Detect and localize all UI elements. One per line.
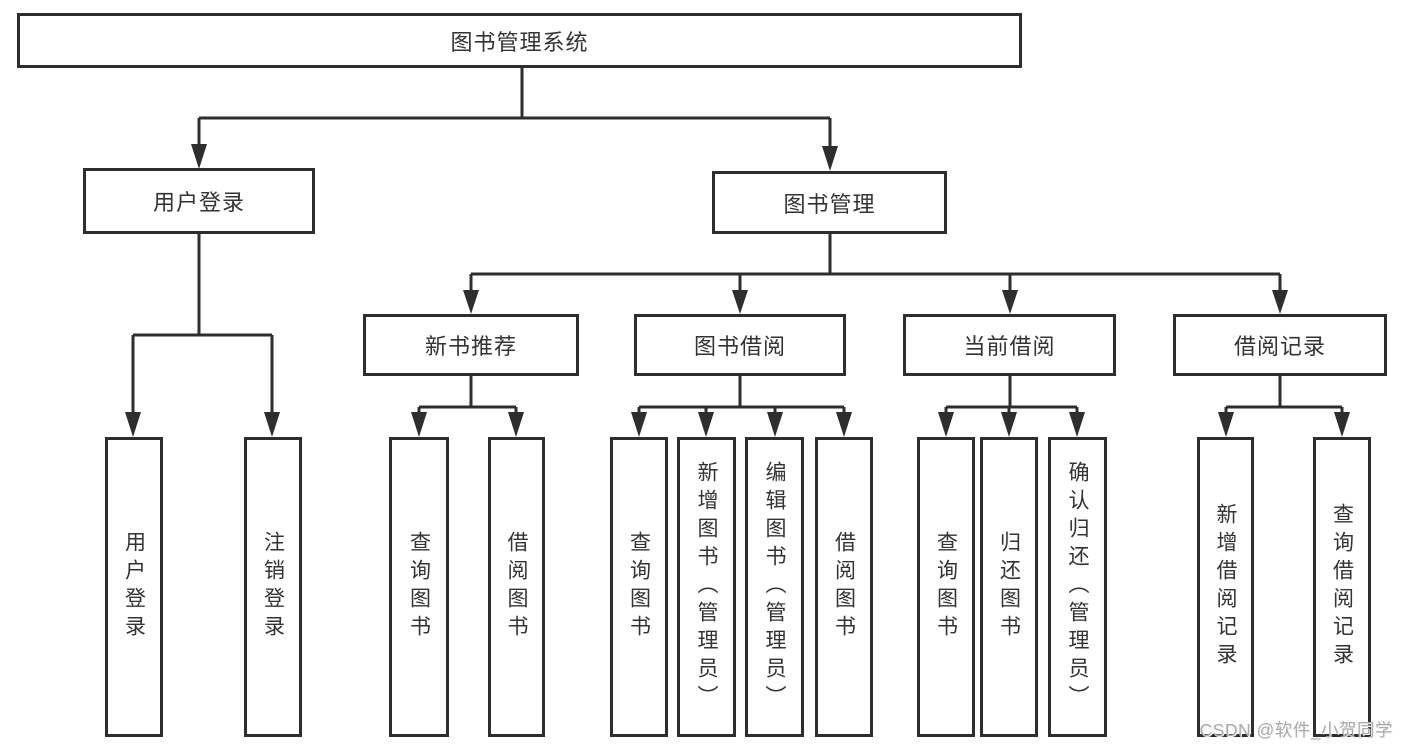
leaf-bb-edit-books-admin: 编辑图书（管理员） <box>745 437 804 737</box>
node-new-book-recommend-label: 新书推荐 <box>424 334 517 359</box>
leaf-bb-query-books: 查询图书 <box>610 437 668 737</box>
leaf-nbr-query-books: 查询图书 <box>389 437 449 737</box>
node-book-borrow-label: 图书借阅 <box>693 334 786 359</box>
leaf-cb-confirm-return-admin-label: 确认归还（管理员） <box>1066 461 1089 713</box>
leaf-cb-query-books-label: 查询图书 <box>934 531 958 643</box>
leaf-user-login-label: 用户登录 <box>122 531 146 643</box>
leaf-cb-return-books: 归还图书 <box>980 437 1038 737</box>
leaf-logout-label: 注销登录 <box>261 531 285 643</box>
watermark: CSDN @软件_小贺同学 <box>1199 720 1393 740</box>
node-borrow-records: 借阅记录 <box>1173 314 1387 376</box>
leaf-br-query-record-label: 查询借阅记录 <box>1330 503 1354 671</box>
leaf-bb-edit-books-admin-label: 编辑图书（管理员） <box>763 461 786 713</box>
node-borrow-records-label: 借阅记录 <box>1233 334 1326 359</box>
leaf-nbr-borrow-books: 借阅图书 <box>488 437 545 737</box>
leaf-br-add-record-label: 新增借阅记录 <box>1214 503 1237 671</box>
node-current-borrow-label: 当前借阅 <box>963 334 1056 359</box>
node-new-book-recommend: 新书推荐 <box>363 314 579 376</box>
leaf-nbr-query-books-label: 查询图书 <box>407 531 431 643</box>
leaf-bb-add-books-admin-label: 新增图书（管理员） <box>695 461 718 713</box>
leaf-br-add-record: 新增借阅记录 <box>1197 437 1254 737</box>
leaf-bb-borrow-books-label: 借阅图书 <box>832 531 856 643</box>
node-user-login-label: 用户登录 <box>152 190 245 215</box>
leaf-cb-confirm-return-admin: 确认归还（管理员） <box>1048 437 1107 737</box>
node-book-borrow: 图书借阅 <box>634 314 846 376</box>
node-book-management: 图书管理 <box>712 171 947 234</box>
leaf-bb-borrow-books: 借阅图书 <box>815 437 873 737</box>
leaf-bb-query-books-label: 查询图书 <box>627 531 651 643</box>
leaf-cb-query-books: 查询图书 <box>917 437 975 737</box>
node-root-label: 图书管理系统 <box>450 29 589 55</box>
leaf-logout: 注销登录 <box>244 437 302 737</box>
leaf-cb-return-books-label: 归还图书 <box>997 531 1021 643</box>
leaf-user-login: 用户登录 <box>105 437 163 737</box>
node-root: 图书管理系统 <box>17 13 1022 68</box>
node-book-management-label: 图书管理 <box>783 191 876 217</box>
leaf-br-query-record: 查询借阅记录 <box>1313 437 1371 737</box>
node-user-login: 用户登录 <box>83 168 315 234</box>
leaf-bb-add-books-admin: 新增图书（管理员） <box>677 437 736 737</box>
node-current-borrow: 当前借阅 <box>903 314 1116 376</box>
leaf-nbr-borrow-books-label: 借阅图书 <box>505 531 528 643</box>
